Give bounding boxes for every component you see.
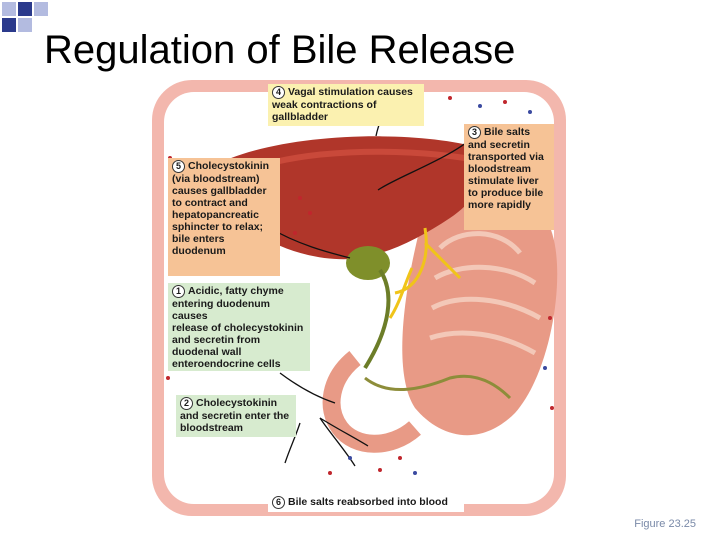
callout-text: Vagal stimulation causes weak contractio… — [272, 86, 413, 123]
deco-square — [2, 18, 16, 32]
step-number-badge: 1 — [172, 285, 185, 298]
step-number-badge: 2 — [180, 397, 193, 410]
step-number-badge: 6 — [272, 496, 285, 509]
step-number-badge: 4 — [272, 86, 285, 99]
callout-text: Acidic, fatty chyme entering duodenum ca… — [172, 285, 304, 370]
deco-square — [18, 2, 32, 16]
arrow-reabsorb — [319, 417, 369, 447]
bile-duct — [363, 268, 391, 370]
figure-label: Figure 23.25 — [634, 518, 696, 530]
deco-square — [2, 2, 16, 16]
intestinal-vessels — [364, 374, 512, 400]
duodenum — [322, 350, 421, 453]
callout-text: Cholecystokinin and secretin enter the b… — [180, 397, 290, 434]
decorative-squares — [0, 0, 70, 40]
slide-title: Regulation of Bile Release — [44, 28, 516, 72]
deco-square — [18, 18, 32, 32]
arrow-liver — [377, 137, 473, 191]
step-number-badge: 3 — [468, 126, 481, 139]
step-number-badge: 5 — [172, 160, 185, 173]
callout-text: Bile salts reabsorbed into blood — [288, 496, 448, 508]
vagus-nerve — [388, 227, 462, 319]
stomach-folds — [429, 231, 542, 356]
callout-text: Bile salts and secretin transported via … — [468, 126, 544, 211]
arrow-chyme — [279, 372, 336, 404]
arrow-bloodstream-2 — [319, 417, 356, 467]
arrow-bloodstream — [284, 422, 301, 464]
callout-text: Cholecystokinin (via bloodstream) causes… — [172, 160, 270, 257]
deco-square — [34, 2, 48, 16]
